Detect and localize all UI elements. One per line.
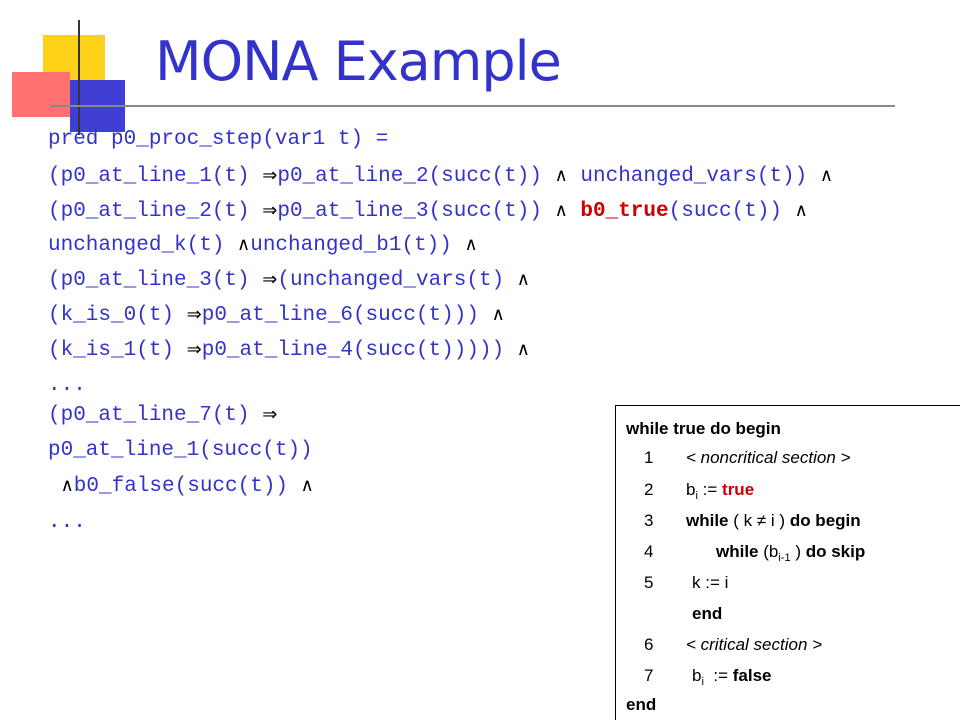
program-line-1: 1 — [644, 448, 654, 467]
program-line-6-text: < critical section > — [686, 635, 823, 654]
implies-symbol: ⇒ — [262, 404, 278, 425]
code-line-10: p0_at_line_1(succ(t)) — [48, 439, 313, 462]
implies-symbol: ⇒ — [262, 269, 278, 290]
program-line-3-text: while ( k ≠ i ) do begin — [686, 511, 861, 530]
program-line-6: 6 — [644, 635, 654, 654]
code-line-6: (k_is_0(t) ⇒p0_at_line_6(succ(t))) ∧ — [48, 304, 505, 327]
neq-symbol: ≠ — [756, 511, 767, 530]
program-line-7-text: bi := false — [692, 666, 772, 688]
program-line-end: end — [626, 695, 657, 714]
implies-symbol: ⇒ — [262, 200, 278, 221]
program-line-4: 4 — [644, 542, 654, 561]
and-symbol: ∧ — [554, 200, 568, 221]
code-line-11: ∧b0_false(succ(t)) ∧ — [60, 475, 314, 498]
program-line-5: 5 — [644, 573, 654, 592]
logo-vertical-line — [78, 20, 80, 135]
program-line-5-end: end — [692, 604, 723, 623]
code-line-3: (p0_at_line_2(t) ⇒p0_at_line_3(succ(t)) … — [48, 200, 808, 223]
code-line-4: unchanged_k(t) ∧unchanged_b1(t)) ∧ — [48, 234, 478, 257]
program-line-2: 2 — [644, 480, 654, 499]
code-text: pred p0_proc_step(var1 t) = — [48, 128, 389, 151]
program-line-3: 3 — [644, 511, 654, 530]
program-line-header: while true do begin — [626, 419, 781, 438]
logo-red-square — [12, 72, 70, 117]
and-symbol: ∧ — [237, 234, 251, 255]
and-symbol: ∧ — [516, 269, 530, 290]
program-line-1-text: < noncritical section > — [686, 448, 851, 467]
logo-horizontal-line — [50, 105, 895, 107]
highlight-b0-true: b0_true — [580, 200, 669, 223]
and-symbol: ∧ — [60, 475, 74, 496]
code-line-2: (p0_at_line_1(t) ⇒p0_at_line_2(succ(t)) … — [48, 165, 834, 188]
and-symbol: ∧ — [794, 200, 808, 221]
program-line-2-text: bi := true — [686, 480, 755, 502]
implies-symbol: ⇒ — [186, 304, 202, 325]
and-symbol: ∧ — [491, 304, 505, 325]
implies-symbol: ⇒ — [186, 339, 202, 360]
and-symbol: ∧ — [554, 165, 568, 186]
and-symbol: ∧ — [516, 339, 530, 360]
program-line-7: 7 — [644, 666, 654, 685]
implies-symbol: ⇒ — [262, 165, 278, 186]
program-line-4-text: while (bi-1 ) do skip — [716, 542, 866, 564]
code-line-5: (p0_at_line_3(t) ⇒(unchanged_vars(t) ∧ — [48, 269, 530, 292]
code-line-12: ... — [48, 511, 86, 534]
code-line-7: (k_is_1(t) ⇒p0_at_line_4(succ(t))))) ∧ — [48, 339, 530, 362]
and-symbol: ∧ — [819, 165, 834, 186]
slide-title: MONA Example — [155, 30, 562, 93]
code-line-8: ... — [48, 374, 86, 397]
code-line-1: pred p0_proc_step(var1 t) = — [48, 129, 388, 150]
code-line-9: (p0_at_line_7(t) ⇒ — [48, 404, 278, 427]
and-symbol: ∧ — [464, 234, 478, 255]
program-box: while true do begin 1 < noncritical sect… — [615, 405, 960, 720]
and-symbol: ∧ — [300, 475, 314, 496]
program-line-5-text: k := i — [692, 573, 729, 592]
